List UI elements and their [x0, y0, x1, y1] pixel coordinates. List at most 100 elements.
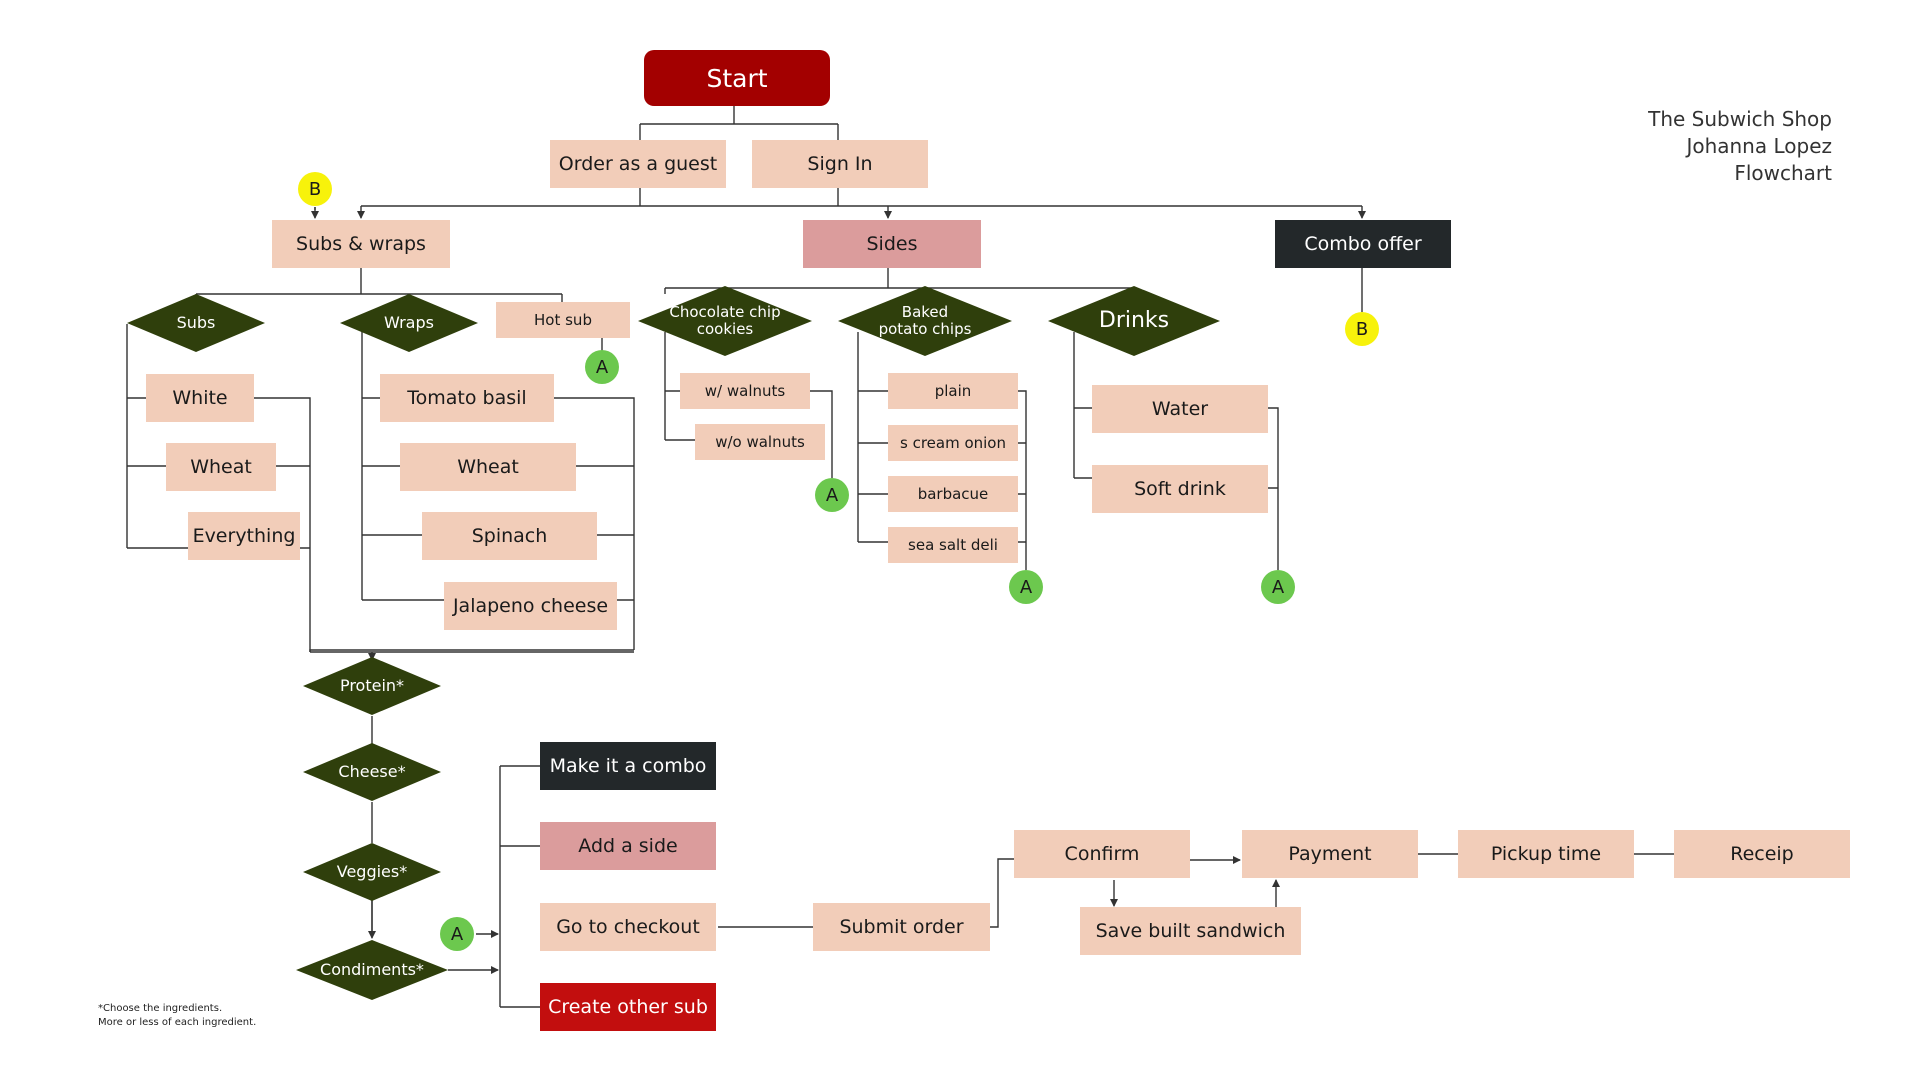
chips-line2: potato chips [878, 320, 972, 338]
veggies-step[interactable]: Veggies* [303, 843, 441, 901]
drinks-decision[interactable]: Drinks [1048, 286, 1220, 356]
payment-label: Payment [1288, 843, 1372, 865]
sub-bread-white-label: White [172, 387, 228, 409]
sub-bread-wheat[interactable]: Wheat [166, 443, 276, 491]
chart-info: The Subwich Shop Johanna Lopez Flowchart [1560, 106, 1832, 187]
connector-a-chips[interactable]: A [1009, 570, 1043, 604]
cookies-decision[interactable]: Chocolate chip cookies [638, 286, 812, 356]
chips-barbacue-label: barbacue [917, 485, 989, 503]
cookie-without-walnuts-label: w/o walnuts [715, 433, 805, 451]
connector-a-hot-sub[interactable]: A [585, 350, 619, 384]
connector-b-combo[interactable]: B [1345, 312, 1379, 346]
submit-order-node[interactable]: Submit order [813, 903, 990, 951]
chips-sour-cream-onion[interactable]: s cream onion [888, 425, 1018, 461]
add-a-side-node[interactable]: Add a side [540, 822, 716, 870]
shop-name: The Subwich Shop [1648, 107, 1832, 131]
footnote-line-1: *Choose the ingredients. [98, 1003, 223, 1014]
chips-decision[interactable]: Baked potato chips [838, 286, 1012, 356]
drinks-decision-label: Drinks [1098, 308, 1170, 334]
connector-b-combo-label: B [1355, 318, 1369, 340]
subs-wraps-label: Subs & wraps [296, 233, 426, 255]
cheese-step-label: Cheese* [338, 761, 406, 781]
sides-label: Sides [866, 233, 918, 255]
pickup-time-node[interactable]: Pickup time [1458, 830, 1634, 878]
chips-decision-label: Baked potato chips [838, 286, 1012, 356]
sign-in-node[interactable]: Sign In [752, 140, 928, 188]
connector-b-top[interactable]: B [298, 172, 332, 206]
make-it-a-combo-label: Make it a combo [549, 755, 707, 777]
receipt-node[interactable]: Receip [1674, 830, 1850, 878]
connector-a-chips-label: A [1019, 576, 1033, 598]
condiments-step[interactable]: Condiments* [296, 940, 448, 1000]
footnote: *Choose the ingredients. More or less of… [98, 1002, 256, 1030]
connector-a-hot-sub-label: A [595, 356, 609, 378]
cookie-with-walnuts-label: w/ walnuts [704, 382, 786, 400]
sub-bread-white[interactable]: White [146, 374, 254, 422]
cookies-line2: cookies [696, 320, 754, 338]
drink-water-label: Water [1151, 398, 1209, 420]
submit-order-label: Submit order [839, 916, 964, 938]
drink-water[interactable]: Water [1092, 385, 1268, 433]
footnote-line-2: More or less of each ingredient. [98, 1017, 257, 1028]
create-other-sub-node[interactable]: Create other sub [540, 983, 716, 1031]
go-to-checkout-label: Go to checkout [556, 916, 700, 938]
doc-type: Flowchart [1734, 161, 1832, 185]
wrap-spinach-label: Spinach [471, 525, 548, 547]
save-built-sandwich-label: Save built sandwich [1095, 920, 1286, 942]
author-name: Johanna Lopez [1686, 134, 1832, 158]
wraps-decision[interactable]: Wraps [340, 294, 478, 352]
make-it-a-combo-node[interactable]: Make it a combo [540, 742, 716, 790]
sides-node[interactable]: Sides [803, 220, 981, 268]
combo-offer-label: Combo offer [1304, 233, 1422, 255]
wrap-wheat-label: Wheat [457, 456, 519, 478]
connector-a-drinks[interactable]: A [1261, 570, 1295, 604]
condiments-diamond-shape [296, 940, 448, 1000]
confirm-node[interactable]: Confirm [1014, 830, 1190, 878]
chips-sea-salt-deli-label: sea salt deli [908, 536, 998, 554]
start-node[interactable]: Start [644, 50, 830, 106]
chips-sea-salt-deli[interactable]: sea salt deli [888, 527, 1018, 563]
sub-bread-everything[interactable]: Everything [188, 512, 300, 560]
connector-a-actions[interactable]: A [440, 917, 474, 951]
hot-sub-node[interactable]: Hot sub [496, 302, 630, 338]
wraps-decision-label: Wraps [384, 312, 434, 332]
subs-decision-label: Subs [176, 312, 216, 332]
go-to-checkout-node[interactable]: Go to checkout [540, 903, 716, 951]
hot-sub-label: Hot sub [534, 311, 592, 329]
sub-bread-everything-label: Everything [192, 525, 296, 547]
order-as-guest-label: Order as a guest [558, 153, 718, 175]
connector-a-cookies[interactable]: A [815, 478, 849, 512]
connector-a-cookies-label: A [825, 484, 839, 506]
drink-soft-drink[interactable]: Soft drink [1092, 465, 1268, 513]
sub-bread-wheat-label: Wheat [190, 456, 252, 478]
wrap-spinach[interactable]: Spinach [422, 512, 597, 560]
drink-soft-drink-label: Soft drink [1134, 478, 1226, 500]
subs-decision[interactable]: Subs [127, 294, 265, 352]
wraps-diamond-shape [340, 294, 478, 352]
subs-wraps-node[interactable]: Subs & wraps [272, 220, 450, 268]
save-built-sandwich-node[interactable]: Save built sandwich [1080, 907, 1301, 955]
cookies-line1: Chocolate chip [669, 302, 781, 321]
wrap-jalapeno-cheese-label: Jalapeno cheese [452, 595, 609, 617]
chips-plain[interactable]: plain [888, 373, 1018, 409]
chips-barbacue[interactable]: barbacue [888, 476, 1018, 512]
order-as-guest-node[interactable]: Order as a guest [550, 140, 726, 188]
pickup-time-label: Pickup time [1490, 843, 1602, 865]
cookies-diamond-shape [638, 286, 812, 356]
wrap-tomato-basil-label: Tomato basil [407, 387, 527, 409]
protein-step-label: Protein* [339, 675, 405, 695]
sign-in-label: Sign In [807, 153, 873, 175]
wrap-tomato-basil[interactable]: Tomato basil [380, 374, 554, 422]
subs-diamond-shape [127, 294, 265, 352]
wrap-wheat[interactable]: Wheat [400, 443, 576, 491]
payment-node[interactable]: Payment [1242, 830, 1418, 878]
cookie-with-walnuts[interactable]: w/ walnuts [680, 373, 810, 409]
wrap-jalapeno-cheese[interactable]: Jalapeno cheese [444, 582, 617, 630]
combo-offer-node[interactable]: Combo offer [1275, 220, 1451, 268]
cheese-step[interactable]: Cheese* [303, 743, 441, 801]
connector-b-top-label: B [308, 178, 322, 200]
chips-diamond-shape [838, 286, 1012, 356]
cookie-without-walnuts[interactable]: w/o walnuts [695, 424, 825, 460]
protein-step[interactable]: Protein* [303, 657, 441, 715]
